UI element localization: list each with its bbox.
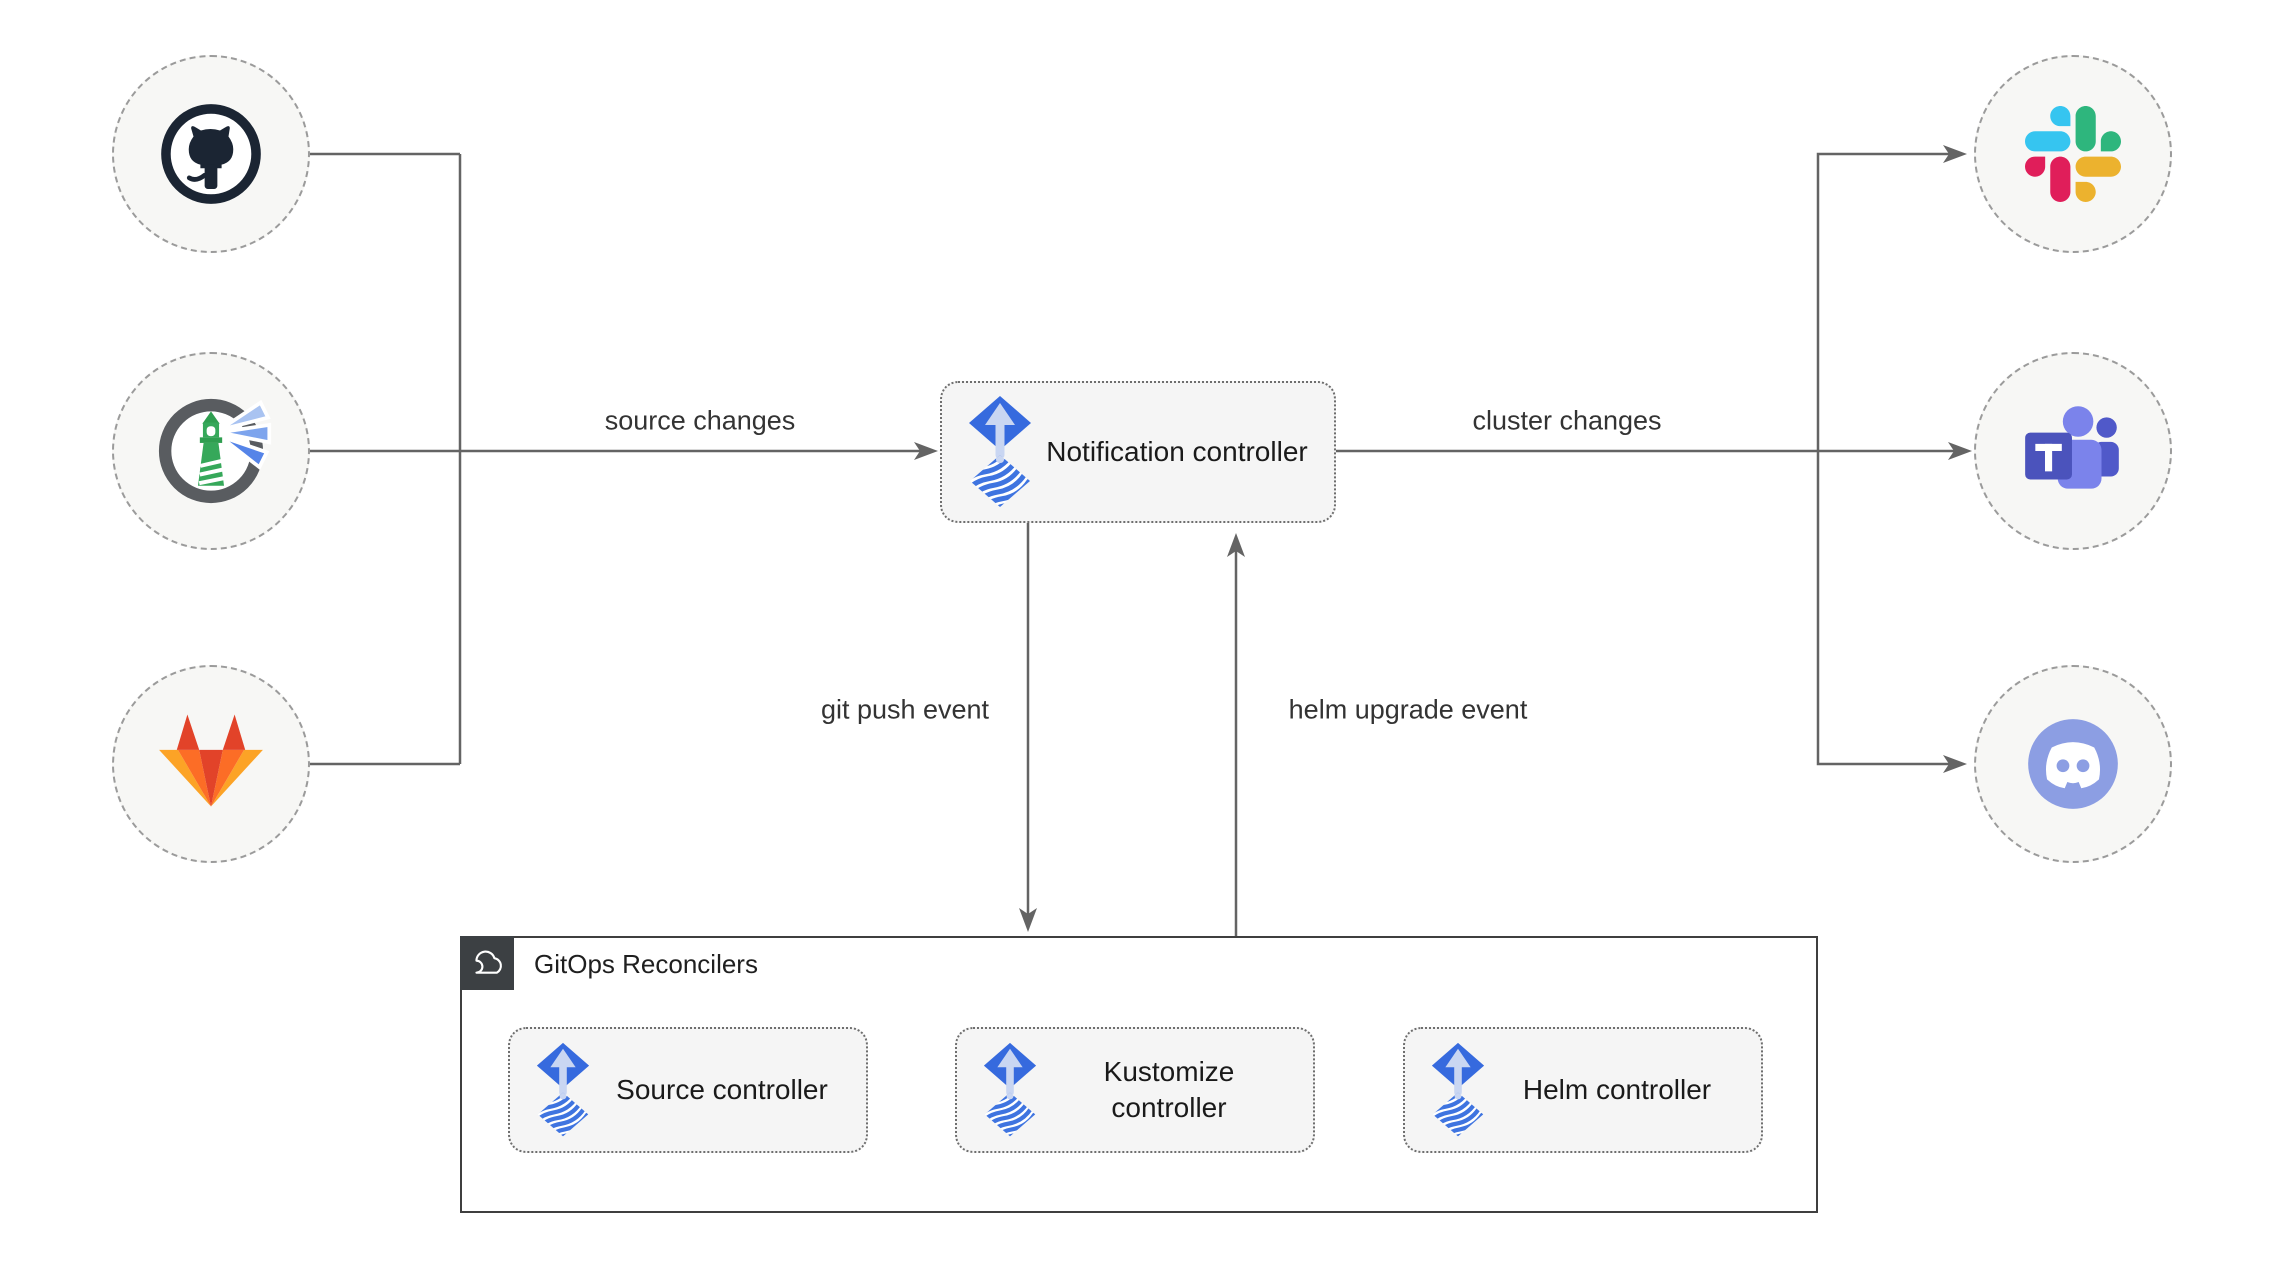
node-discord bbox=[1974, 665, 2172, 863]
node-harbor bbox=[112, 352, 310, 550]
helm-controller-label: Helm controller bbox=[1522, 1074, 1712, 1105]
github-icon bbox=[158, 101, 264, 207]
kustomize-controller-box: Kustomize controller bbox=[955, 1027, 1315, 1153]
gitops-reconcilers-title: GitOps Reconcilers bbox=[534, 949, 758, 979]
edge-label-helm-upgrade-event: helm upgrade event bbox=[1282, 694, 1534, 726]
kustomize-controller-label: Kustomize controller bbox=[1103, 1056, 1235, 1123]
to-slack-arrow bbox=[1816, 145, 1967, 451]
notification-controller-box: Notification controller bbox=[940, 381, 1336, 523]
slack-icon bbox=[2025, 106, 2121, 202]
discord-icon bbox=[2014, 705, 2132, 823]
flux-icon bbox=[968, 395, 1032, 509]
left-bracket-line bbox=[310, 152, 462, 766]
harbor-icon bbox=[149, 389, 273, 513]
teams-icon bbox=[2017, 400, 2129, 502]
edge-label-source-changes: source changes bbox=[598, 405, 802, 437]
gitlab-icon bbox=[152, 705, 270, 823]
flux-icon bbox=[536, 1042, 590, 1138]
edge-label-cluster-changes: cluster changes bbox=[1466, 405, 1668, 437]
source-controller-box: Source controller bbox=[508, 1027, 868, 1153]
node-slack bbox=[1974, 55, 2172, 253]
notification-controller-label: Notification controller bbox=[1046, 436, 1308, 467]
container-badge bbox=[460, 936, 514, 990]
to-discord-arrow bbox=[1816, 451, 1967, 773]
node-teams bbox=[1974, 352, 2172, 550]
flux-icon bbox=[983, 1042, 1037, 1138]
flux-icon bbox=[1431, 1042, 1485, 1138]
helm-controller-box: Helm controller bbox=[1403, 1027, 1763, 1153]
node-gitlab bbox=[112, 665, 310, 863]
node-github bbox=[112, 55, 310, 253]
source-controller-label: Source controller bbox=[616, 1074, 828, 1105]
edge-label-git-push-event: git push event bbox=[814, 694, 996, 726]
cloud-icon bbox=[467, 948, 507, 979]
